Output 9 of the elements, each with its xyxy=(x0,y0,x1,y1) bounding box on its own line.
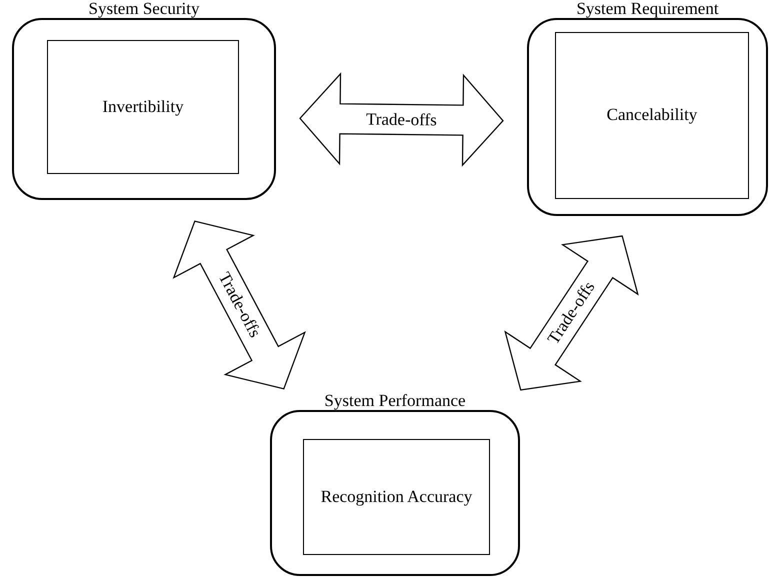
rectangle-box xyxy=(47,40,239,174)
box-heading: System Security xyxy=(88,0,200,20)
box-label: Invertibility xyxy=(102,96,184,118)
box-heading: System Performance xyxy=(323,390,467,412)
rectangle-box xyxy=(303,439,490,555)
box-label: Cancelability xyxy=(606,104,698,126)
rectangle-box xyxy=(555,32,749,199)
box-heading: System Requirement xyxy=(575,0,720,20)
box-label: Recognition Accuracy xyxy=(320,486,472,508)
